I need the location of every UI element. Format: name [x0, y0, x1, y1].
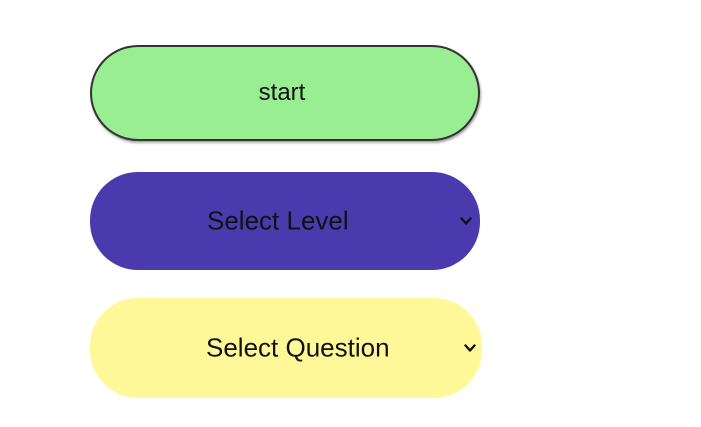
start-button-label: start: [258, 79, 306, 106]
chevron-down-icon: [460, 217, 472, 225]
level-select[interactable]: Select Level: [90, 172, 480, 270]
question-select[interactable]: Select Question: [90, 298, 482, 398]
level-select-value: Select Level: [207, 205, 349, 236]
question-select-value: Select Question: [206, 332, 390, 363]
chevron-down-icon: [464, 344, 476, 352]
start-button[interactable]: start: [90, 45, 480, 141]
